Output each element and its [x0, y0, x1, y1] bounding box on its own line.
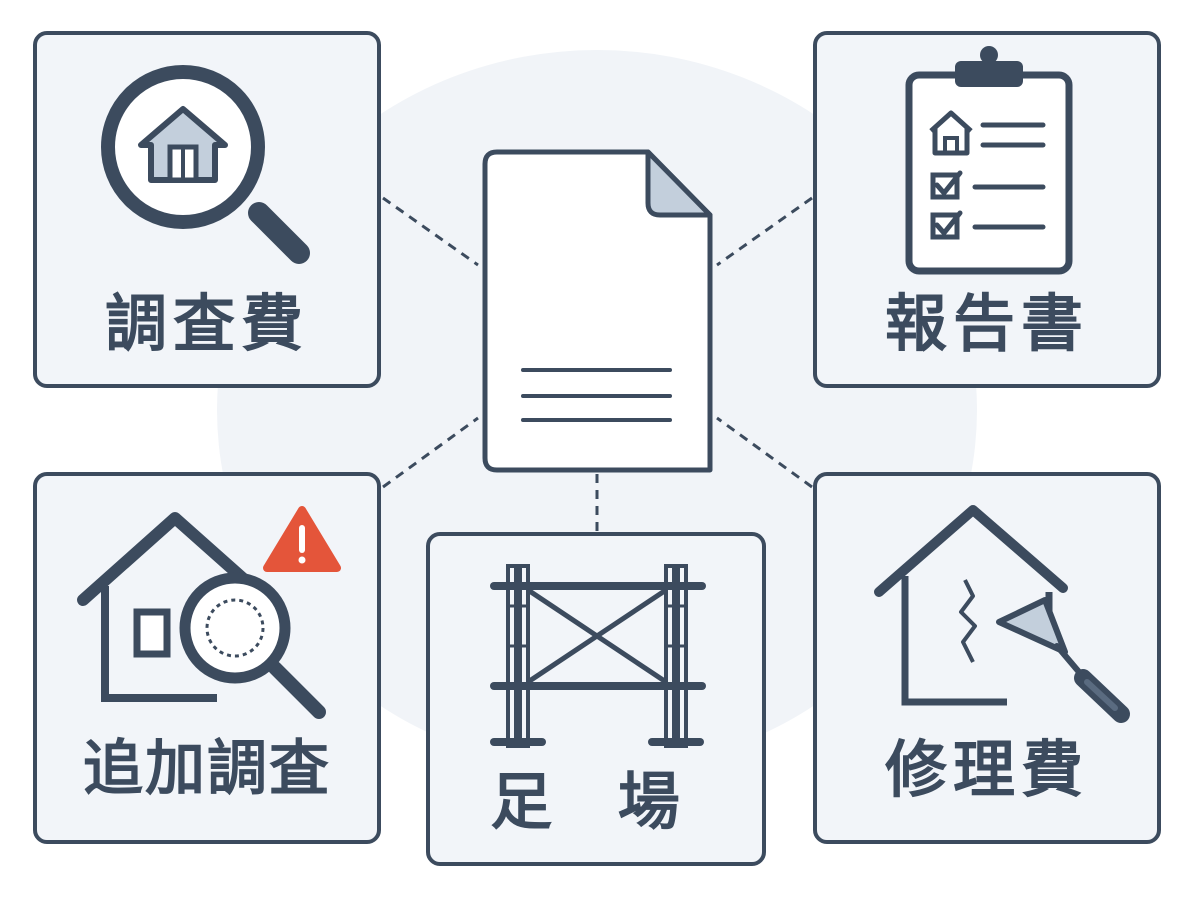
- node-additional-survey: 追加調査: [33, 472, 381, 844]
- node-label-scaffold: 足 場: [490, 765, 702, 838]
- clipboard-checklist-icon: [905, 46, 1073, 275]
- node-repair-cost: 修理費: [813, 472, 1161, 844]
- node-scaffold: 足 場: [426, 532, 766, 866]
- node-label-survey: 調査費: [104, 287, 309, 360]
- connector-survey: [382, 196, 479, 267]
- connector-repair: [716, 416, 813, 489]
- connector-additional: [382, 416, 479, 489]
- warning-icon: [263, 506, 341, 572]
- magnifier-house-icon: [101, 65, 310, 264]
- document-icon: [482, 149, 713, 473]
- scaffold-icon: [490, 564, 706, 748]
- cracked-house-trowel-icon: [874, 505, 1130, 723]
- node-label-report: 報告書: [884, 287, 1089, 360]
- house-inspection-warning-icon: [77, 506, 341, 719]
- node-survey-cost: 調査費: [33, 31, 381, 388]
- connector-report: [716, 196, 813, 267]
- node-report: 報告書: [813, 31, 1161, 388]
- node-label-repair: 修理費: [884, 733, 1089, 806]
- node-label-additional: 追加調査: [83, 734, 331, 804]
